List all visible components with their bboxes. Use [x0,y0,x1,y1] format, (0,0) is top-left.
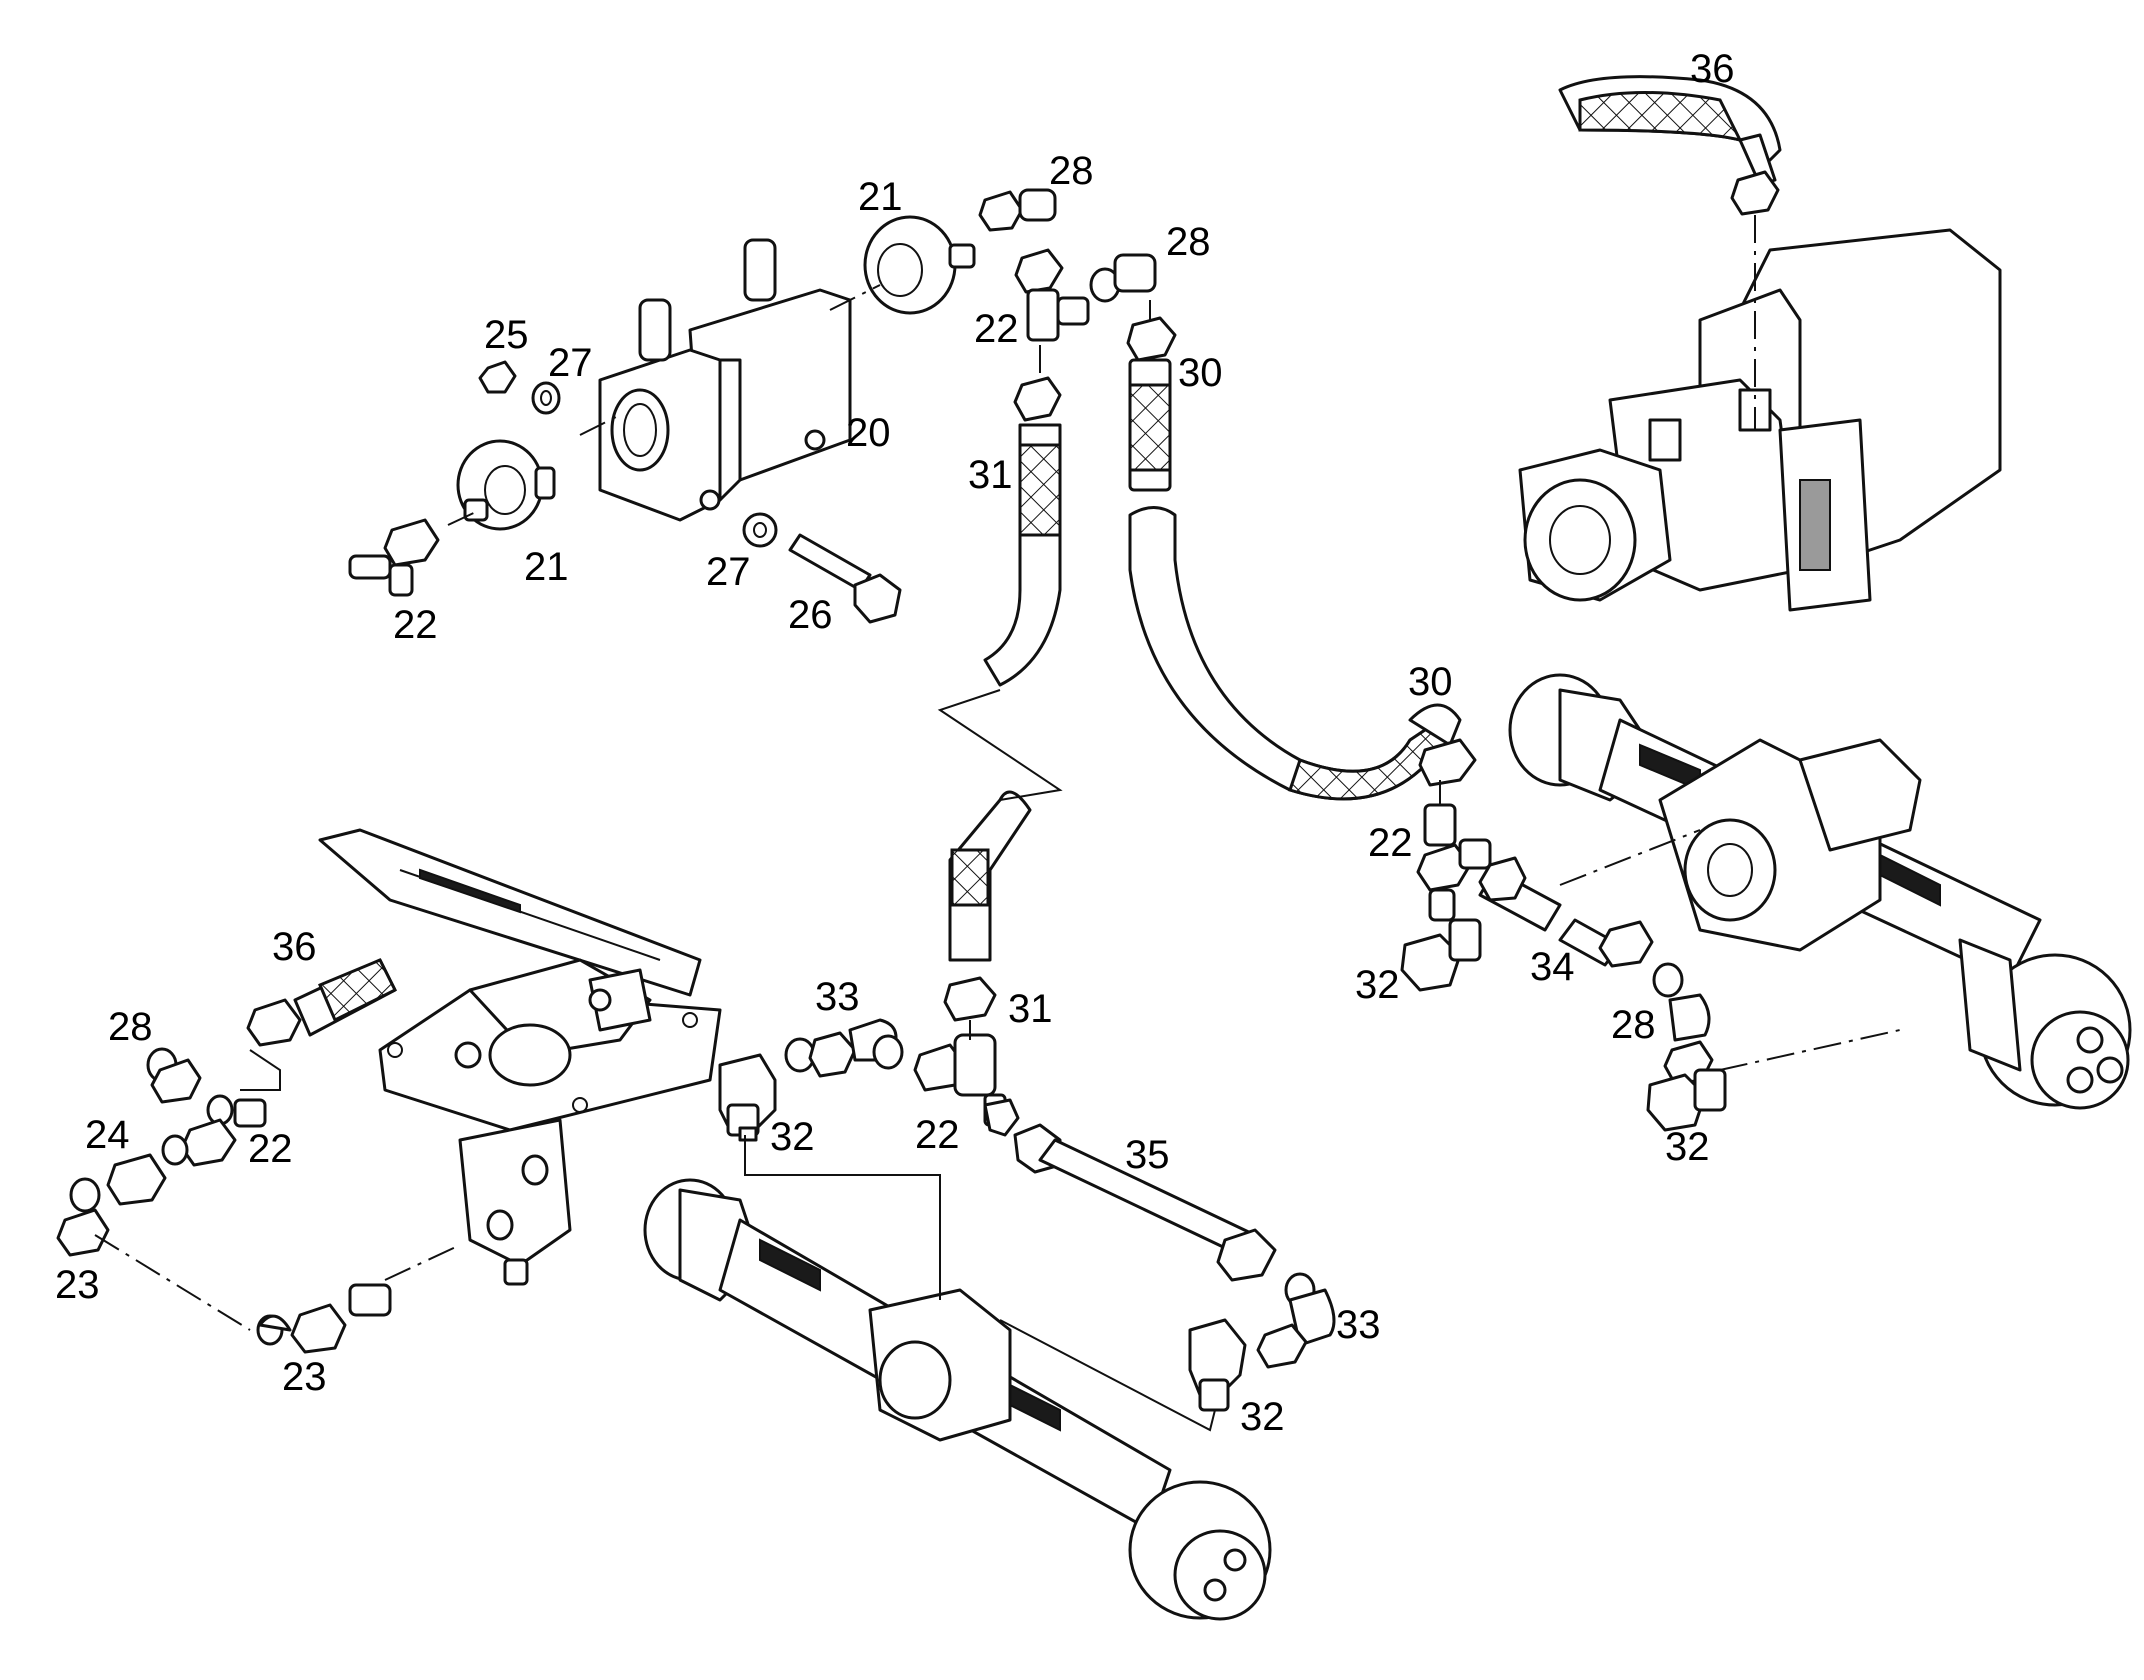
elbow-28-mid [1089,253,1157,303]
axle-center [643,1178,1272,1621]
callout-28-b: 28 [1166,220,1211,264]
callout-28-a: 28 [1049,149,1094,193]
elbow-33-center [784,1018,904,1078]
breather-32-right-b [1646,1068,1727,1132]
elbow-28-top [978,188,1057,232]
breather-32-axle [1188,1318,1247,1412]
callout-21-left: 21 [524,545,569,589]
callout-22-pedal: 22 [248,1127,293,1171]
break-line [937,689,1063,801]
breather-32-right-a [1400,918,1482,992]
callout-labels: 20 21 21 22 22 22 22 22 23 23 24 25 26 2… [55,47,1735,1439]
tee-fitting-22-left [348,518,440,597]
tee-fitting-22-pedal [180,1094,267,1167]
callout-28-pedal: 28 [108,1005,153,1049]
callout-28-right: 28 [1611,1003,1656,1047]
hose-36-pedal [246,958,398,1047]
fitting-23-bottom [256,1283,392,1354]
brake-pedal-assembly [318,828,722,1286]
hose-31-upper [983,376,1062,687]
pump-engine-assembly [1518,75,2002,612]
callout-22-center: 22 [915,1113,960,1157]
callout-34: 34 [1530,945,1575,989]
callout-21-top: 21 [858,175,903,219]
callout-32-center: 32 [770,1115,815,1159]
callout-36-top: 36 [1690,47,1735,91]
bolt-26 [788,533,902,624]
callout-31-bottom: 31 [1008,987,1053,1031]
guide-lines [94,215,1901,1432]
callout-23-b: 23 [282,1355,327,1399]
hose-30-upper [1126,316,1177,492]
pressure-switch-top [863,215,976,315]
callout-31-top: 31 [968,453,1013,497]
tee-fitting-22-right [1416,803,1492,922]
callout-26: 26 [788,593,833,637]
callout-23-a: 23 [55,1263,100,1307]
hose-30-lower [1128,506,1477,801]
pressure-switch-left [456,439,556,531]
callout-32-axle: 32 [1240,1395,1285,1439]
callout-22-right: 22 [1368,821,1413,865]
callout-27-top: 27 [548,341,593,385]
callout-25: 25 [484,313,529,357]
pipe-34-a [1478,856,1562,932]
tee-fitting-22-center [913,1033,1020,1137]
elbow-28-right [1652,962,1714,1086]
callout-33-bottom: 33 [1336,1303,1381,1347]
callout-36-pedal: 36 [272,925,317,969]
callout-33-top: 33 [815,975,860,1019]
callout-32-right-b: 32 [1665,1125,1710,1169]
callout-27-bottom: 27 [706,550,751,594]
callout-22-top: 22 [974,307,1019,351]
tee-fitting-22-top [1014,248,1090,342]
callout-32-right-a: 32 [1355,963,1400,1007]
axle-right [1508,673,2132,1110]
callout-35: 35 [1125,1133,1170,1177]
brake-valve-assembly [598,238,852,522]
nut-25 [478,360,517,394]
washer-27-bottom [742,512,778,548]
elbow-28-pedal [146,1047,202,1104]
washer-27-top [531,381,561,415]
adapter-24 [106,1134,189,1206]
callout-22-left: 22 [393,603,438,647]
callout-24: 24 [85,1113,130,1157]
fitting-23-left [56,1177,110,1257]
elbow-33-bottom [1256,1272,1336,1369]
breather-32-center [718,1053,777,1142]
callout-30-top: 30 [1178,351,1223,395]
callout-30-right: 30 [1408,660,1453,704]
pipe-35 [1013,1123,1277,1282]
callout-20: 20 [846,411,891,455]
hose-31-lower [943,790,1032,1022]
pipe-34-b [1558,918,1654,968]
